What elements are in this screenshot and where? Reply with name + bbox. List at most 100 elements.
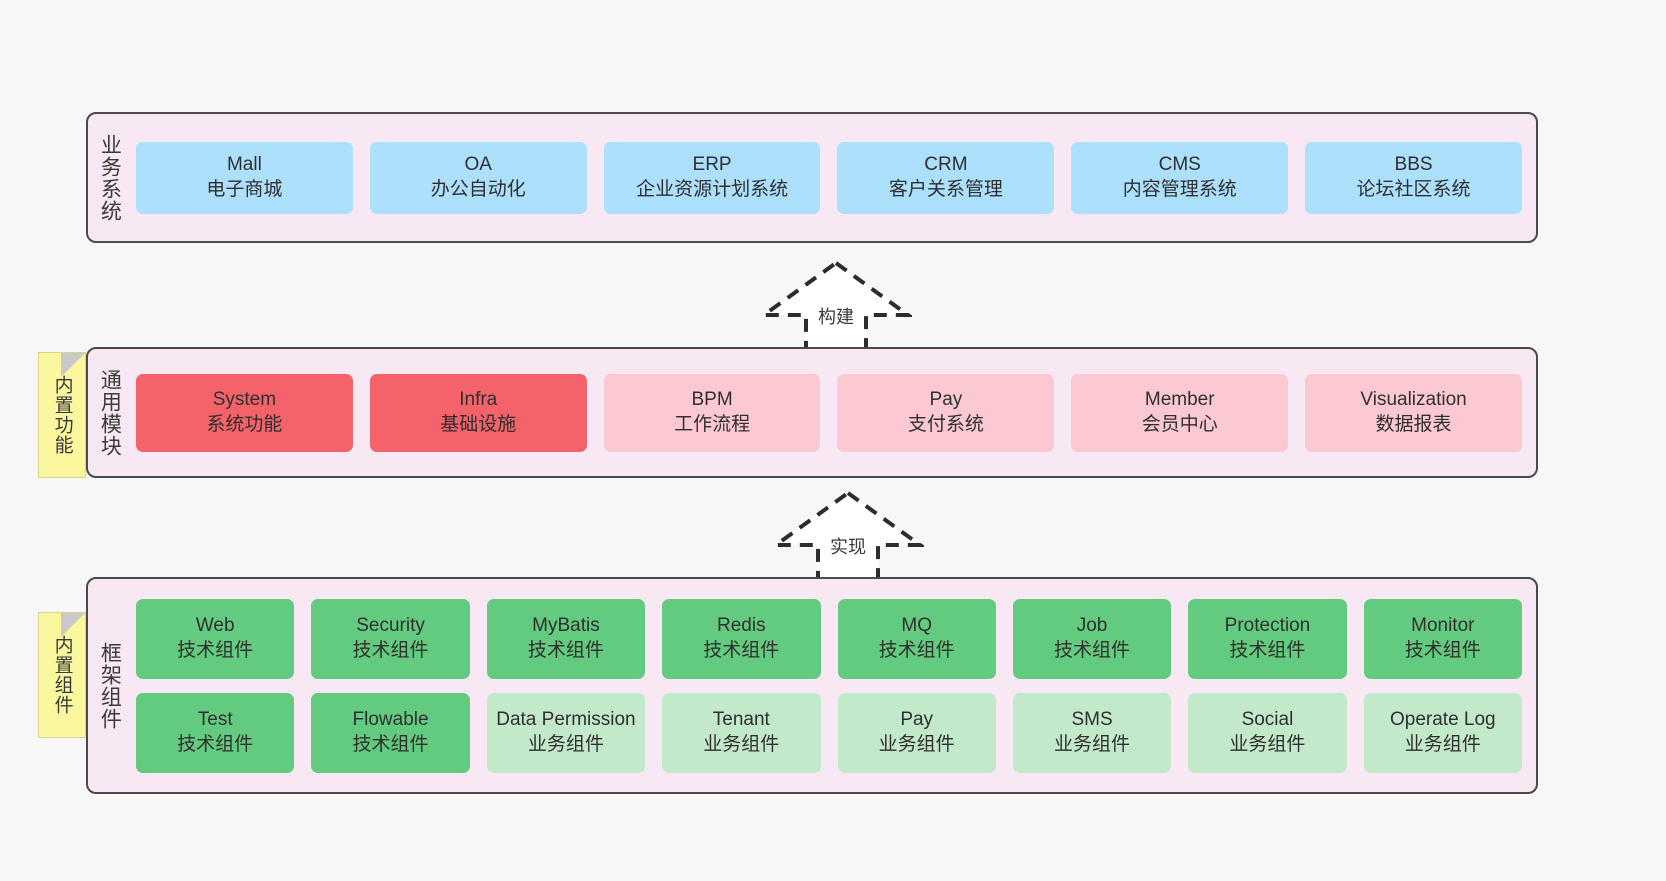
- connector-build-label: 构建: [818, 307, 854, 327]
- card-title: CRM: [924, 154, 968, 176]
- card-cms[interactable]: CMS 内容管理系统: [1071, 141, 1289, 214]
- layer-framework-component: 框架组件 Web 技术组件 Security 技术组件 MyBatis 技术组件…: [86, 577, 1538, 794]
- card-security[interactable]: Security 技术组件: [311, 598, 470, 679]
- card-data-permission[interactable]: Data Permission 业务组件: [486, 692, 646, 773]
- card-subtitle: 内容管理系统: [1122, 178, 1237, 200]
- card-social[interactable]: Social 业务组件: [1188, 692, 1347, 773]
- card-web[interactable]: Web 技术组件: [136, 598, 295, 679]
- card-member[interactable]: Member 会员中心: [1071, 373, 1289, 452]
- sticky-note-builtin-components: 内置组件: [38, 612, 86, 738]
- card-subtitle: 系统功能: [206, 413, 283, 435]
- card-title: Infra: [459, 389, 498, 411]
- sticky-note-builtin-features: 内置功能: [38, 352, 86, 478]
- card-subtitle: 技术组件: [703, 639, 780, 661]
- card-row: System 系统功能 Infra 基础设施 BPM 工作流程 Pay 支付系统…: [136, 373, 1522, 452]
- card-mall[interactable]: Mall 电子商城: [136, 141, 353, 214]
- card-title: Security: [356, 615, 425, 637]
- card-flowable[interactable]: Flowable 技术组件: [311, 692, 470, 773]
- card-job[interactable]: Job 技术组件: [1012, 598, 1172, 679]
- card-title: MQ: [901, 615, 932, 637]
- card-title: BBS: [1394, 154, 1433, 176]
- card-title: Protection: [1224, 615, 1311, 637]
- layer-body-common: System 系统功能 Infra 基础设施 BPM 工作流程 Pay 支付系统…: [130, 349, 1536, 476]
- card-bpm[interactable]: BPM 工作流程: [603, 373, 821, 452]
- card-subtitle: 办公自动化: [430, 178, 526, 200]
- card-title: BPM: [691, 389, 733, 411]
- card-row: Test 技术组件 Flowable 技术组件 Data Permission …: [136, 692, 1522, 773]
- card-subtitle: 技术组件: [177, 639, 254, 661]
- card-title: Data Permission: [496, 709, 636, 731]
- layer-title-common: 通用模块: [98, 368, 122, 457]
- card-infra[interactable]: Infra 基础设施: [369, 373, 587, 452]
- card-title: Tenant: [712, 709, 770, 731]
- connector-build-arrow: 构建: [760, 259, 912, 351]
- card-subtitle: 技术组件: [878, 639, 955, 661]
- card-subtitle: 业务组件: [878, 733, 955, 755]
- card-title: OA: [464, 154, 492, 176]
- card-oa[interactable]: OA 办公自动化: [369, 141, 587, 214]
- card-tenant[interactable]: Tenant 业务组件: [662, 692, 821, 773]
- card-row: Mall 电子商城 OA 办公自动化 ERP 企业资源计划系统 CRM 客户关系…: [136, 141, 1522, 214]
- card-title: Pay: [929, 389, 963, 411]
- layer-body-business: Mall 电子商城 OA 办公自动化 ERP 企业资源计划系统 CRM 客户关系…: [130, 114, 1536, 241]
- card-subtitle: 论坛社区系统: [1356, 178, 1471, 200]
- card-pay-component[interactable]: Pay 业务组件: [837, 692, 996, 773]
- connector-implement-label: 实现: [830, 537, 866, 557]
- card-subtitle: 支付系统: [907, 413, 984, 435]
- card-title: Test: [197, 709, 233, 731]
- card-pay-module[interactable]: Pay 支付系统: [837, 373, 1055, 452]
- card-subtitle: 工作流程: [674, 413, 751, 435]
- layer-common-module: 通用模块 System 系统功能 Infra 基础设施 BPM 工作流程 Pay…: [86, 347, 1538, 478]
- card-subtitle: 业务组件: [703, 733, 780, 755]
- card-subtitle: 电子商城: [206, 178, 283, 200]
- card-monitor[interactable]: Monitor 技术组件: [1363, 598, 1522, 679]
- card-subtitle: 技术组件: [1229, 639, 1306, 661]
- card-test[interactable]: Test 技术组件: [136, 692, 295, 773]
- card-subtitle: 业务组件: [1404, 733, 1481, 755]
- card-title: CMS: [1158, 154, 1201, 176]
- card-system[interactable]: System 系统功能: [136, 373, 353, 452]
- layer-title-framework: 框架组件: [98, 641, 122, 730]
- card-subtitle: 业务组件: [527, 733, 604, 755]
- card-title: Operate Log: [1389, 709, 1496, 731]
- card-mq[interactable]: MQ 技术组件: [837, 598, 996, 679]
- card-subtitle: 技术组件: [177, 733, 254, 755]
- card-title: MyBatis: [532, 615, 600, 637]
- card-subtitle: 企业资源计划系统: [636, 178, 789, 200]
- card-title: Monitor: [1411, 615, 1475, 637]
- card-subtitle: 业务组件: [1229, 733, 1306, 755]
- card-title: Job: [1076, 615, 1108, 637]
- connector-implement-arrow: 实现: [772, 489, 924, 581]
- card-subtitle: 基础设施: [440, 413, 517, 435]
- layer-business-system: 业务系统 Mall 电子商城 OA 办公自动化 ERP 企业资源计划系统 CRM…: [86, 112, 1538, 243]
- card-visualization[interactable]: Visualization 数据报表: [1305, 373, 1522, 452]
- card-title: ERP: [692, 154, 732, 176]
- card-operate-log[interactable]: Operate Log 业务组件: [1363, 692, 1522, 773]
- card-subtitle: 技术组件: [1404, 639, 1481, 661]
- card-title: Social: [1241, 709, 1294, 731]
- card-title: Mall: [226, 154, 262, 176]
- card-bbs[interactable]: BBS 论坛社区系统: [1305, 141, 1522, 214]
- card-redis[interactable]: Redis 技术组件: [662, 598, 821, 679]
- card-crm[interactable]: CRM 客户关系管理: [837, 141, 1055, 214]
- card-title: SMS: [1071, 709, 1113, 731]
- card-subtitle: 技术组件: [352, 733, 429, 755]
- card-subtitle: 客户关系管理: [888, 178, 1003, 200]
- card-title: System: [212, 389, 277, 411]
- card-title: Pay: [900, 709, 934, 731]
- layer-title-business: 业务系统: [98, 133, 122, 222]
- layer-body-framework: Web 技术组件 Security 技术组件 MyBatis 技术组件 Redi…: [130, 579, 1536, 792]
- card-title: Member: [1144, 389, 1215, 411]
- card-subtitle: 数据报表: [1375, 413, 1452, 435]
- card-row: Web 技术组件 Security 技术组件 MyBatis 技术组件 Redi…: [136, 598, 1522, 679]
- card-title: Redis: [717, 615, 766, 637]
- card-sms[interactable]: SMS 业务组件: [1012, 692, 1172, 773]
- card-mybatis[interactable]: MyBatis 技术组件: [486, 598, 646, 679]
- card-erp[interactable]: ERP 企业资源计划系统: [603, 141, 821, 214]
- card-title: Web: [195, 615, 235, 637]
- card-subtitle: 技术组件: [352, 639, 429, 661]
- card-title: Visualization: [1360, 389, 1467, 411]
- card-protection[interactable]: Protection 技术组件: [1188, 598, 1347, 679]
- card-subtitle: 会员中心: [1141, 413, 1218, 435]
